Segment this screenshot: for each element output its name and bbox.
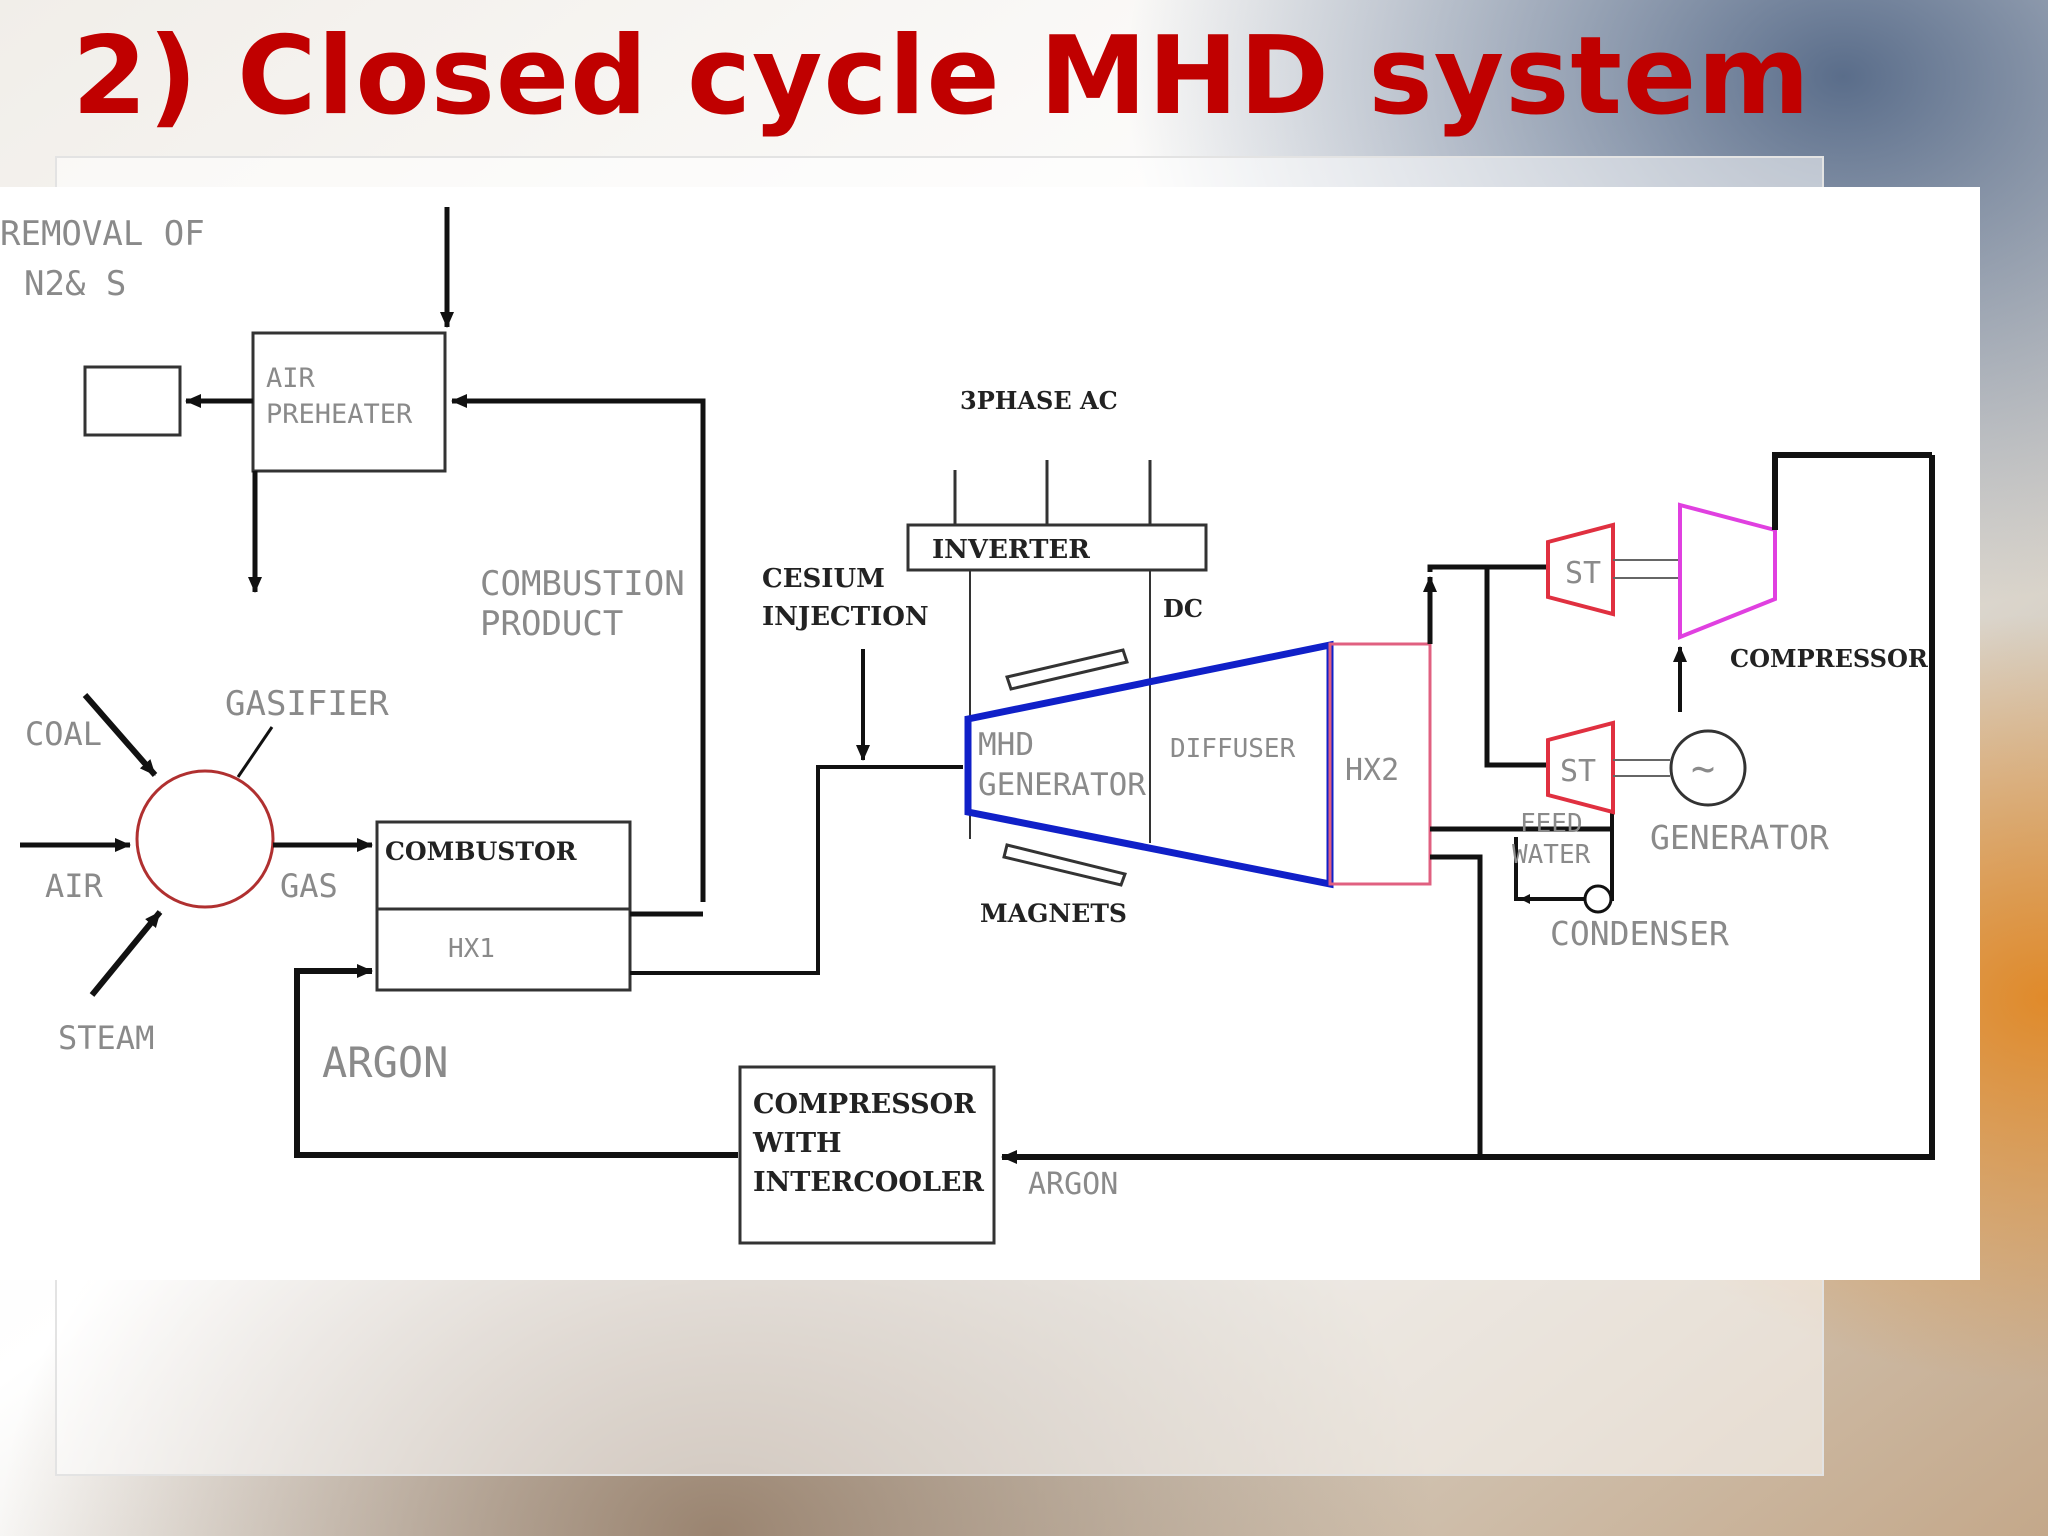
combustion-product-return-line	[451, 394, 706, 902]
argon-bottom-label: ARGON	[1028, 1167, 1118, 1202]
compressor-label: COMPRESSOR	[1730, 644, 1929, 673]
mhd-label-line2: GENERATOR	[978, 767, 1146, 803]
hx2-label: HX2	[1345, 753, 1399, 788]
combustor-label: COMBUSTOR	[385, 837, 577, 866]
argon-compressor	[1678, 502, 1777, 640]
removal-label-line1: REMOVAL OF	[0, 214, 205, 254]
compressor-intercooler-label-line2: WITH	[752, 1128, 842, 1159]
combustion-product-label-line2: PRODUCT	[480, 604, 623, 644]
compressor-intercooler-box	[738, 1065, 996, 1245]
coal-arrow	[82, 693, 158, 777]
combustor-hx1-box	[375, 820, 632, 992]
dc-label: DC	[1163, 594, 1203, 623]
slide-title: 2) Closed cycle MHD system	[72, 14, 1811, 139]
combustion-product-label-line1: COMBUSTION	[480, 564, 685, 604]
steam-to-st-top-line	[1427, 564, 1548, 572]
gasifier-leader-line	[236, 726, 274, 778]
argon-return-line	[1001, 455, 1935, 1164]
inverter-box	[906, 523, 1208, 572]
air-preheater-label-line2: PREHEATER	[266, 399, 413, 430]
gasifier-label: GASIFIER	[225, 684, 389, 724]
compressor-intercooler-label-line1: COMPRESSOR	[753, 1089, 976, 1120]
steam-to-st-bottom-line	[1484, 567, 1548, 768]
cesium-label-line1: CESIUM	[762, 564, 885, 594]
steam-turbine-top	[1546, 522, 1615, 617]
gasifier-circle	[135, 769, 275, 909]
feed-water-label-line1: FEED	[1520, 809, 1583, 839]
generator-label: GENERATOR	[1650, 818, 1829, 857]
hx2-box	[1328, 642, 1432, 886]
condenser-pump-icon	[1583, 884, 1613, 914]
argon-left-label: ARGON	[322, 1038, 448, 1087]
generator-icon	[1669, 729, 1747, 807]
hx2-argon-out-line	[1430, 854, 1483, 1157]
hx1-label: HX1	[448, 934, 495, 964]
hx1-to-mhd-line	[630, 765, 963, 975]
cesium-label-line2: INJECTION	[762, 602, 929, 632]
coal-label: COAL	[25, 715, 102, 753]
mhd-system-diagram: REMOVAL OF N2& S AIR PREHEATER COMBUSTIO…	[0, 187, 1980, 1280]
st-top-label: ST	[1565, 556, 1601, 591]
mhd-label-line1: MHD	[978, 727, 1034, 763]
air-preheater-label-line1: AIR	[266, 363, 316, 394]
removal-box	[83, 365, 182, 437]
st-bottom-label: ST	[1560, 754, 1596, 789]
feed-water-label-line2: WATER	[1512, 840, 1591, 870]
compressor-outlet-line	[1772, 452, 1932, 530]
steam-label: STEAM	[58, 1019, 154, 1057]
three-phase-ac-label: 3PHASE AC	[960, 386, 1118, 415]
steam-arrow	[89, 910, 163, 997]
steam-turbine-bottom	[1546, 720, 1615, 815]
condenser-label: CONDENSER	[1550, 914, 1729, 953]
magnet-bottom	[1002, 843, 1127, 887]
gas-label: GAS	[280, 867, 338, 905]
diagram-background	[0, 187, 1980, 1280]
generator-symbol: ~	[1691, 746, 1715, 792]
compressor-intercooler-label-line3: INTERCOOLER	[753, 1167, 985, 1198]
inverter-label: INVERTER	[932, 535, 1090, 565]
magnet-top	[1005, 648, 1129, 691]
argon-to-hx1-line	[294, 964, 738, 1158]
removal-label-line2: N2& S	[24, 264, 126, 304]
diffuser-label: DIFFUSER	[1170, 734, 1296, 764]
air-label: AIR	[45, 867, 104, 905]
magnets-label: MAGNETS	[980, 899, 1127, 928]
